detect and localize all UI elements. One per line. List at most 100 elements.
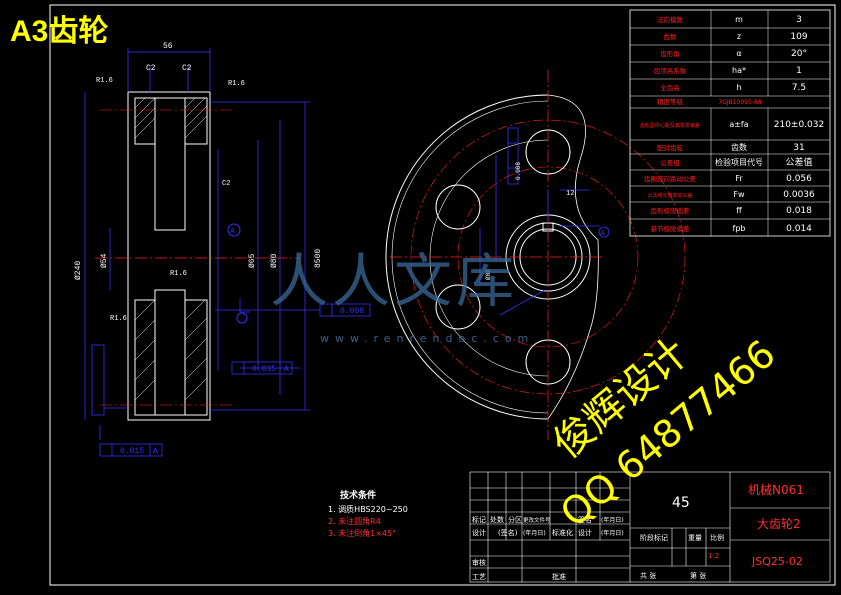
tech-item: 1. 调质HBS220~250 bbox=[328, 505, 408, 514]
svg-text:第 张: 第 张 bbox=[690, 571, 706, 580]
svg-text:Ø240: Ø240 bbox=[74, 261, 83, 280]
param-name: 精度等级 bbox=[657, 97, 684, 106]
param-name: 全齿高 bbox=[660, 83, 680, 92]
param-value: 0.018 bbox=[786, 206, 812, 216]
param-symbol: α bbox=[736, 49, 741, 58]
tech-heading: 技术条件 bbox=[340, 491, 377, 501]
svg-text:C2: C2 bbox=[182, 64, 192, 73]
param-value: 0.014 bbox=[786, 224, 812, 234]
svg-text:0.008: 0.008 bbox=[340, 307, 364, 316]
param-value: 0.056 bbox=[786, 174, 812, 184]
param-name: 齿形角 bbox=[660, 49, 680, 58]
drawing-frame bbox=[49, 4, 836, 586]
param-table bbox=[629, 9, 831, 237]
tech-item: 3. 未注倒角1×45° bbox=[328, 529, 397, 538]
param-name: 齿圈径向跳动公差 bbox=[644, 174, 697, 183]
svg-text:A: A bbox=[153, 447, 158, 456]
svg-text:共 张: 共 张 bbox=[640, 571, 656, 580]
svg-text:0.008: 0.008 bbox=[515, 162, 522, 180]
svg-text:8500: 8500 bbox=[314, 249, 323, 268]
svg-text:R1.6: R1.6 bbox=[110, 315, 127, 323]
param-name: 齿轮副中心距及其极限偏差 bbox=[640, 122, 700, 129]
svg-text:大齿轮2: 大齿轮2 bbox=[757, 517, 801, 531]
svg-text:工艺: 工艺 bbox=[472, 573, 486, 581]
svg-text:(年月日): (年月日) bbox=[601, 516, 624, 524]
svg-text:Ø65: Ø65 bbox=[248, 253, 257, 268]
svg-text:C2: C2 bbox=[222, 180, 230, 188]
svg-text:更改文件号: 更改文件号 bbox=[523, 516, 551, 524]
title-block bbox=[469, 471, 831, 583]
svg-text:分区: 分区 bbox=[508, 515, 522, 524]
svg-text:处数: 处数 bbox=[490, 515, 504, 524]
param-symbol: h bbox=[736, 83, 741, 92]
svg-text:R1.6: R1.6 bbox=[170, 270, 187, 278]
param-value: 3 bbox=[796, 15, 802, 25]
svg-text:标记: 标记 bbox=[472, 515, 486, 524]
watermark-logo-text: 人人文库 bbox=[270, 247, 519, 315]
param-value: 20° bbox=[791, 49, 807, 59]
svg-text:45: 45 bbox=[672, 495, 690, 511]
param-table-text: 法向模数 m 3 齿数 z 109 齿形角 α 20° 齿顶高系数 ha* 1 全齿高 h 7.5 精度等级 7… bbox=[640, 15, 824, 234]
param-name: 配对齿轮 bbox=[657, 143, 684, 152]
param-symbol: Fw bbox=[733, 190, 745, 199]
svg-text:重量: 重量 bbox=[688, 534, 702, 542]
svg-text:R1.6: R1.6 bbox=[96, 77, 113, 85]
svg-text:(签名): (签名) bbox=[498, 528, 518, 537]
param-value: 109 bbox=[790, 32, 807, 42]
param-value: 210±0.032 bbox=[774, 120, 824, 130]
svg-text:标准化: 标准化 bbox=[552, 528, 573, 537]
watermark-url: www.renrendoc.com bbox=[320, 332, 535, 345]
svg-text:审核: 审核 bbox=[472, 558, 486, 567]
param-name: 齿数 bbox=[664, 32, 678, 41]
svg-text:0.015: 0.015 bbox=[120, 447, 144, 456]
svg-text:C2: C2 bbox=[146, 64, 156, 73]
param-value: 7.5 bbox=[792, 83, 806, 93]
page-title: A3齿轮 bbox=[10, 15, 109, 48]
svg-text:R1.6: R1.6 bbox=[228, 80, 245, 88]
param-symbol: z bbox=[737, 32, 741, 41]
front-view: 12 0.008 Ø80 A bbox=[385, 70, 686, 440]
svg-text:(年月日): (年月日) bbox=[523, 529, 546, 537]
svg-text:设计: 设计 bbox=[578, 528, 592, 537]
svg-text:批准: 批准 bbox=[552, 572, 566, 581]
param-symbol: ff bbox=[736, 206, 742, 215]
svg-text:0.035: 0.035 bbox=[252, 365, 276, 374]
svg-text:Ø54: Ø54 bbox=[100, 253, 109, 268]
param-name: 公差组 bbox=[660, 158, 680, 167]
param-symbol: Fr bbox=[735, 174, 743, 183]
title-block-text: 标记 处数 分区 更改文件号 签名 (年月日) 设计 (签名) (年月日) 标准… bbox=[472, 482, 804, 581]
svg-text:56: 56 bbox=[163, 42, 173, 51]
svg-text:A: A bbox=[230, 227, 235, 235]
svg-text:比例: 比例 bbox=[710, 533, 724, 542]
param-symbol: 检验项目代号 bbox=[715, 157, 763, 167]
svg-text:1:2: 1:2 bbox=[708, 552, 719, 560]
param-name: 基节极限偏差 bbox=[651, 224, 691, 233]
svg-text:Ø80: Ø80 bbox=[485, 269, 492, 280]
svg-text:阶段标记: 阶段标记 bbox=[640, 533, 668, 542]
param-name: 法向模数 bbox=[657, 15, 684, 24]
param-name: 齿形极限偏差 bbox=[651, 206, 691, 215]
svg-text:JSQ25-02: JSQ25-02 bbox=[751, 555, 803, 568]
param-symbol: m bbox=[735, 15, 743, 24]
param-value: 31 bbox=[793, 143, 804, 153]
param-symbol: fpb bbox=[733, 224, 746, 233]
svg-text:签名: 签名 bbox=[578, 515, 592, 524]
param-symbol: 齿数 bbox=[731, 142, 747, 152]
param-value: 公差值 bbox=[785, 156, 812, 168]
tech-item: 2. 未注圆角R4 bbox=[328, 517, 381, 526]
svg-text:12: 12 bbox=[566, 190, 574, 198]
svg-text:机械N061: 机械N061 bbox=[748, 482, 804, 497]
tech-requirements: 技术条件 1. 调质HBS220~250 2. 未注圆角R4 3. 未注倒角1×… bbox=[328, 488, 408, 540]
param-name: 公法线长度变动公差 bbox=[647, 192, 692, 199]
param-value: 0.0036 bbox=[783, 190, 815, 200]
section-view: 0.035 A 0.008 0.015 A 56 C2 C2 Ø240 Ø54 … bbox=[74, 42, 371, 457]
param-symbol: 7GJB10095-88 bbox=[718, 99, 761, 106]
svg-text:设计: 设计 bbox=[472, 528, 486, 537]
param-value: 1 bbox=[796, 66, 802, 76]
svg-text:A: A bbox=[284, 365, 289, 374]
svg-text:Ø80: Ø80 bbox=[270, 253, 279, 268]
svg-text:A: A bbox=[600, 229, 605, 237]
param-symbol: ha* bbox=[732, 66, 746, 75]
param-name: 齿顶高系数 bbox=[654, 66, 687, 75]
